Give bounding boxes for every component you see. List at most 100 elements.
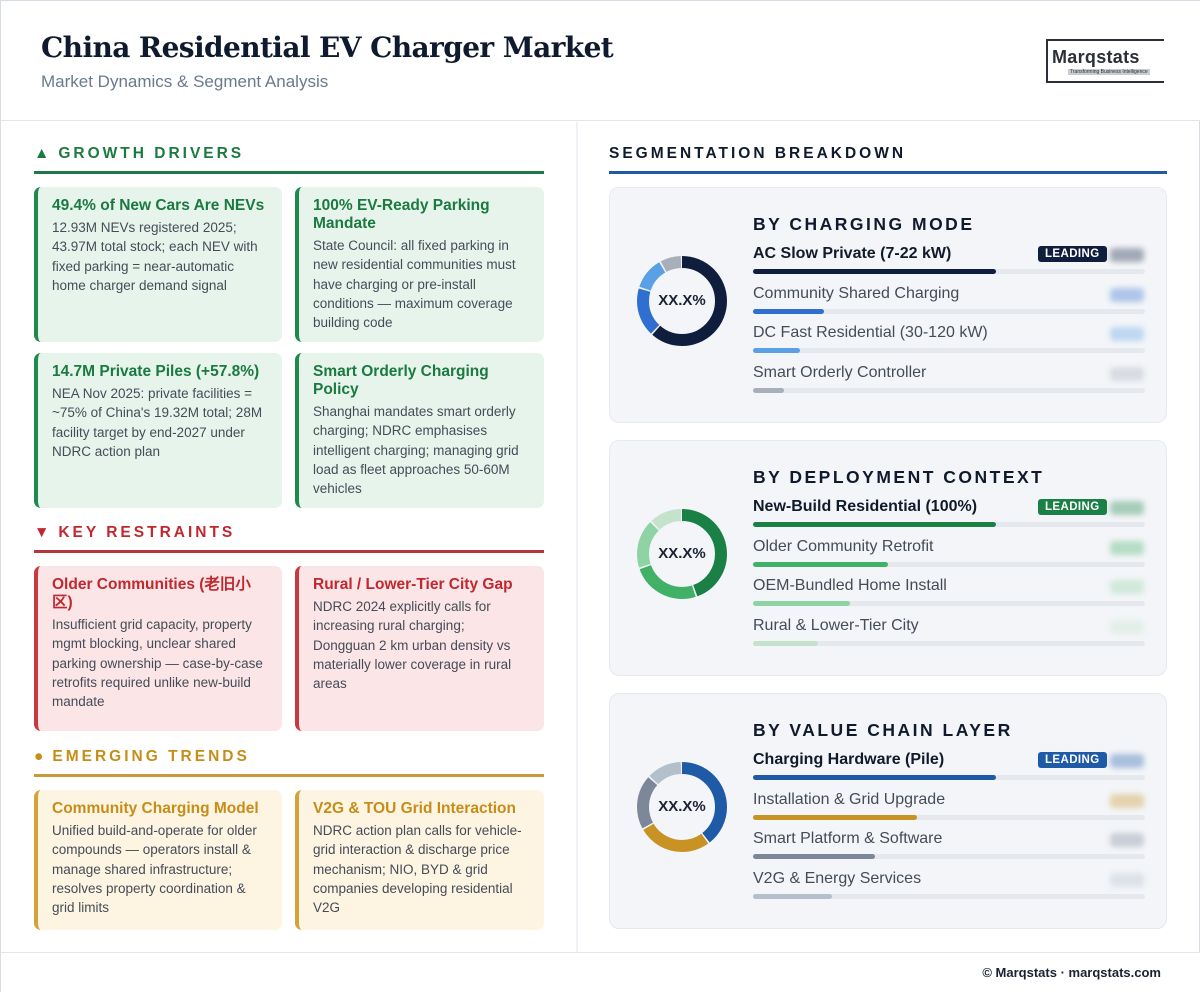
donut-chart <box>637 762 727 852</box>
donut-slice <box>637 256 727 346</box>
trend-card: Community Charging Model Unified build-a… <box>34 790 282 930</box>
trend-card-title: V2G & TOU Grid Interaction <box>313 800 516 817</box>
emerging-trends-heading: ● EMERGING TRENDS <box>34 748 250 766</box>
trend-card: V2G & TOU Grid Interaction NDRC action p… <box>295 790 544 930</box>
segment-value-redacted <box>1110 327 1144 341</box>
donut-chart <box>637 256 727 346</box>
segment-value-redacted <box>1110 833 1144 847</box>
driver-card-title: 14.7M Private Piles (+57.8%) <box>52 363 260 380</box>
segment-bar <box>753 601 851 606</box>
segmentation-rule <box>609 171 1167 174</box>
segment-bar-track <box>753 601 1145 606</box>
segment-row-label: Smart Platform & Software <box>753 830 943 847</box>
restraint-card-body: NDRC 2024 explicitly calls for increasin… <box>313 599 512 692</box>
segment-bar-track <box>753 309 1145 314</box>
segment-bar <box>753 641 818 646</box>
segment-bar-track <box>753 894 1145 899</box>
segment-bar <box>753 309 824 314</box>
donut-slice <box>637 509 727 599</box>
header: China Residential EV Charger Market Mark… <box>1 1 1200 121</box>
leading-badge: LEADING <box>1038 246 1107 262</box>
segment-row-label: AC Slow Private (7-22 kW) <box>753 245 952 262</box>
segment-bar-track <box>753 815 1145 820</box>
segment-row-label: OEM-Bundled Home Install <box>753 577 947 594</box>
page-subtitle: Market Dynamics & Segment Analysis <box>41 72 329 91</box>
trend-card-body: Unified build-and-operate for older comp… <box>52 823 257 916</box>
segment-bar-track <box>753 562 1145 567</box>
driver-card-body: 12.93M NEVs registered 2025; 43.97M tota… <box>52 220 258 293</box>
column-divider <box>576 122 578 952</box>
segment-row-label: Installation & Grid Upgrade <box>753 791 946 808</box>
driver-card: 49.4% of New Cars Are NEVs 12.93M NEVs r… <box>34 187 282 342</box>
driver-card-title: Smart Orderly Charging Policy <box>313 363 489 398</box>
leading-badge: LEADING <box>1038 499 1107 515</box>
segment-bar-track <box>753 775 1145 780</box>
triangle-up-icon: ▲ <box>34 145 53 162</box>
donut-slice <box>637 509 727 599</box>
segment-bar-track <box>753 269 1145 274</box>
segment-value-redacted <box>1110 248 1144 262</box>
emerging-trends-label: EMERGING TRENDS <box>52 748 250 765</box>
triangle-down-icon: ▼ <box>34 524 53 541</box>
trend-card-title: Community Charging Model <box>52 800 259 817</box>
restraint-card-body: Insufficient grid capacity, property mgm… <box>52 617 263 710</box>
segment-value-redacted <box>1110 288 1144 302</box>
segment-bar-track <box>753 348 1145 353</box>
driver-card: Smart Orderly Charging Policy Shanghai m… <box>295 353 544 508</box>
segment-bar <box>753 348 801 353</box>
segment-bar-track <box>753 854 1145 859</box>
segment-bar-track <box>753 388 1145 393</box>
donut-slice <box>637 762 727 852</box>
circle-icon: ● <box>34 748 47 765</box>
driver-card-body: State Council: all fixed parking in new … <box>313 238 516 331</box>
segment-row-label: New-Build Residential (100%) <box>753 498 978 515</box>
segment-value-redacted <box>1110 541 1144 555</box>
restraint-card-title: Older Communities (老旧小区) <box>52 576 251 611</box>
segment-row-label: Rural & Lower-Tier City <box>753 617 919 634</box>
marqstats-logo: Marqstats Transforming Business Intellig… <box>1046 39 1164 83</box>
segment-bar-track <box>753 522 1145 527</box>
segment-value-redacted <box>1110 501 1144 515</box>
donut-slice <box>637 762 727 852</box>
driver-card-title: 100% EV-Ready Parking Mandate <box>313 197 490 232</box>
segment-value-redacted <box>1110 367 1144 381</box>
segment-row-label: Community Shared Charging <box>753 285 960 302</box>
donut-slice <box>637 509 727 599</box>
driver-card: 14.7M Private Piles (+57.8%) NEA Nov 202… <box>34 353 282 508</box>
key-restraints-rule <box>34 550 544 553</box>
growth-drivers-rule <box>34 171 544 174</box>
segment-bar <box>753 562 889 567</box>
driver-card-body: NEA Nov 2025: private facilities = ~75% … <box>52 386 263 459</box>
segment-bar <box>753 854 875 859</box>
segment-value-redacted <box>1110 620 1144 634</box>
key-restraints-label: KEY RESTRAINTS <box>58 524 236 541</box>
segment-title: BY CHARGING MODE <box>753 214 975 234</box>
growth-drivers-heading: ▲GROWTH DRIVERS <box>34 145 244 163</box>
donut-slice <box>637 762 727 852</box>
segment-row-label: Charging Hardware (Pile) <box>753 751 945 768</box>
leading-badge: LEADING <box>1038 752 1107 768</box>
segment-bar <box>753 775 997 780</box>
segment-value-redacted <box>1110 754 1144 768</box>
segment-bar <box>753 522 997 527</box>
footer: © Marqstats · marqstats.com <box>1 952 1200 992</box>
trend-card-body: NDRC action plan calls for vehicle-grid … <box>313 823 522 916</box>
donut-center-label: XX.X% <box>658 798 706 815</box>
driver-card-title: 49.4% of New Cars Are NEVs <box>52 197 265 214</box>
segment-row-label: DC Fast Residential (30-120 kW) <box>753 324 988 341</box>
footer-copyright: © Marqstats · marqstats.com <box>982 965 1161 980</box>
driver-card: 100% EV-Ready Parking Mandate State Coun… <box>295 187 544 342</box>
segment-title: BY VALUE CHAIN LAYER <box>753 720 1013 740</box>
segment-row-label: Older Community Retrofit <box>753 538 934 555</box>
segment-bar <box>753 894 832 899</box>
donut-chart <box>637 509 727 599</box>
segment-row-label: V2G & Energy Services <box>753 870 922 887</box>
segment-panel: BY VALUE CHAIN LAYER XX.X% Charging Hardwa… <box>609 693 1167 929</box>
driver-card-body: Shanghai mandates smart orderly charging… <box>313 404 519 497</box>
segment-bar <box>753 388 785 393</box>
logo-tagline: Transforming Business Intelligence <box>1068 69 1150 75</box>
segment-value-redacted <box>1110 794 1144 808</box>
segment-row-label: Smart Orderly Controller <box>753 364 927 381</box>
